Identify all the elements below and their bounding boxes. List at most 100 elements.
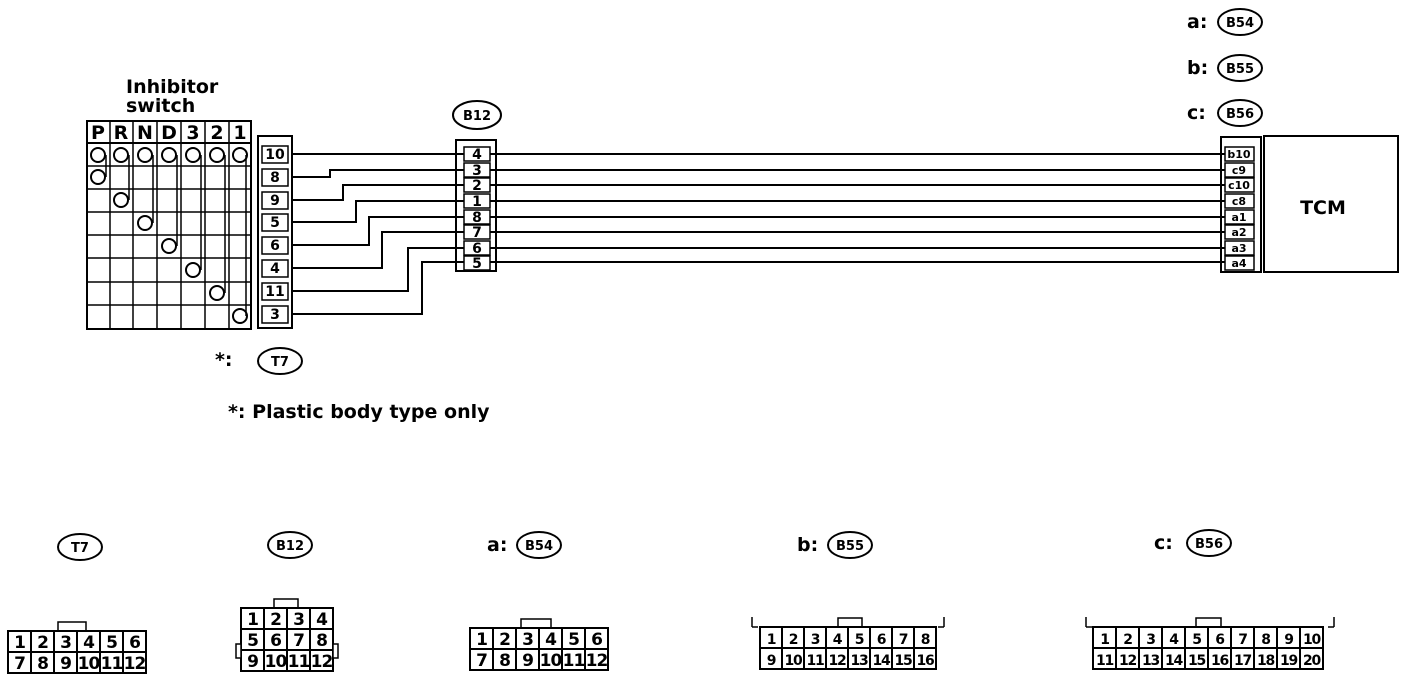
connector-pin-number: 4 <box>316 610 328 630</box>
plastic-body-note: *: Plastic body type only <box>228 401 490 423</box>
connector-pin-number: 9 <box>767 653 776 669</box>
connector-pin-number: 12 <box>586 651 608 671</box>
connector-id: B55 <box>836 539 864 554</box>
b12-pin: 5 <box>472 256 482 272</box>
connector-pin-number: 1 <box>14 633 25 653</box>
svg-text:*:: *: <box>215 349 233 371</box>
connector-pin-number: 5 <box>247 631 258 651</box>
connector-pin-number: 1 <box>476 630 487 650</box>
connector-pin-number: 12 <box>828 653 846 669</box>
b12-pin: 3 <box>472 163 482 179</box>
connector-ear <box>235 643 242 659</box>
connector-pin-number: 10 <box>78 654 101 674</box>
connector-pin-number: 12 <box>1119 653 1137 669</box>
shift-position-label: N <box>137 122 153 144</box>
inhibitor-pin: 9 <box>270 193 280 209</box>
connector-pin-number: 10 <box>784 653 803 669</box>
connector-latch <box>837 617 863 628</box>
connector-pin-number: 6 <box>270 631 281 651</box>
shift-position-label: 3 <box>186 122 199 144</box>
inhibitor-pin: 6 <box>270 238 280 254</box>
connector-pin-number: 5 <box>568 630 579 650</box>
connector-cell <box>913 647 937 670</box>
inhibitor-pin: 3 <box>270 307 280 323</box>
connector-latch <box>273 598 299 609</box>
connector-pin-number: 9 <box>60 654 71 674</box>
connector-pin-number: 9 <box>522 651 533 671</box>
connector-pin-number: 1 <box>247 610 258 630</box>
connector-shell <box>751 617 945 628</box>
connector-pin-number: 6 <box>877 632 886 648</box>
shift-position-labels: P R N D 3 2 1 <box>91 122 247 144</box>
connector-pin-number: 5 <box>855 632 864 648</box>
shift-position-label: R <box>114 122 129 144</box>
tcm-pin: a3 <box>1231 242 1246 255</box>
continuity-marks <box>90 147 248 324</box>
connector-pin-number: 9 <box>1284 632 1293 648</box>
shift-position-label: 2 <box>210 122 223 144</box>
bottom-connector-headers: T7 B12 a: B54 b: B55 c: B56 <box>57 529 1232 561</box>
connector-pin-number: 3 <box>1146 632 1155 648</box>
connector-pin-number: 16 <box>916 653 934 669</box>
connector-pin-number: 4 <box>833 632 843 648</box>
legend-key: a: <box>1187 11 1207 33</box>
inhibitor-pin: 5 <box>270 215 280 231</box>
connector-pin-number: 11 <box>806 653 824 669</box>
connector-pin-number: 8 <box>37 654 48 674</box>
connector-pin-number: 6 <box>591 630 602 650</box>
connector-pin-number: 2 <box>1123 632 1132 648</box>
b12-pin: 1 <box>472 194 482 210</box>
connector-latch <box>57 621 87 632</box>
connector-pin-number: 6 <box>129 633 140 653</box>
connector-pin-number: 8 <box>316 631 327 651</box>
inhibitor-pin: 8 <box>270 170 280 186</box>
connector-pin-number: 7 <box>14 654 25 674</box>
connector-pin-number: 2 <box>789 632 798 648</box>
connector-pin-number: 2 <box>499 630 510 650</box>
connector-pin-number: 10 <box>540 651 563 671</box>
connector-pin-number: 4 <box>545 630 557 650</box>
b12-pin: 6 <box>472 241 482 257</box>
connector-pin-number: 10 <box>265 652 288 672</box>
connector-pin-number: 8 <box>499 651 510 671</box>
connector-cell <box>584 648 609 671</box>
connector-pin-number: 14 <box>1165 653 1184 669</box>
b12-pin: 2 <box>472 178 482 194</box>
inhibitor-switch-grid <box>86 120 252 330</box>
tcm-pin: a4 <box>1231 257 1246 270</box>
connector-pin-number: 16 <box>1211 653 1229 669</box>
connector-pin-number: 14 <box>872 653 891 669</box>
connector-pin-number: 9 <box>247 652 258 672</box>
connector-pin-number: 12 <box>311 652 333 672</box>
connector-pin-number: 13 <box>850 653 868 669</box>
connector-pin-number: 3 <box>522 630 533 650</box>
connector-pin-number: 11 <box>563 651 585 671</box>
connector-pin-number: 5 <box>1192 632 1201 648</box>
connector-pin-number: 15 <box>894 653 912 669</box>
tcm-pin: a2 <box>1231 226 1246 239</box>
inhibitor-pin: 10 <box>265 147 285 163</box>
connector-id: T7 <box>71 541 89 556</box>
connector-latch <box>520 618 552 629</box>
connector-pin-number: 4 <box>83 633 95 653</box>
legend: a: B54 b: B55 c: B56 <box>1187 8 1263 127</box>
connector-pin-number: 1 <box>767 632 776 648</box>
inhibitor-title-line1: Inhibitor <box>126 76 219 98</box>
tcm-pin: a1 <box>1231 211 1246 224</box>
connector-pin-number: 11 <box>288 652 310 672</box>
connector-pin-number: 12 <box>124 654 146 674</box>
tcm-pin: c10 <box>1228 179 1250 192</box>
connector-pin-number: 18 <box>1257 653 1275 669</box>
b12-oval-label: B12 <box>452 100 502 130</box>
tcm-connector: b10 c9 c10 c8 a1 a2 a3 a4 <box>1220 136 1262 273</box>
connector-prefix: b: <box>797 534 818 556</box>
connector-prefix: c: <box>1154 532 1173 554</box>
common-drop-lines <box>105 155 247 316</box>
connector-pin-number: 2 <box>270 610 281 630</box>
asterisk-reference: *: T7 <box>215 347 303 375</box>
